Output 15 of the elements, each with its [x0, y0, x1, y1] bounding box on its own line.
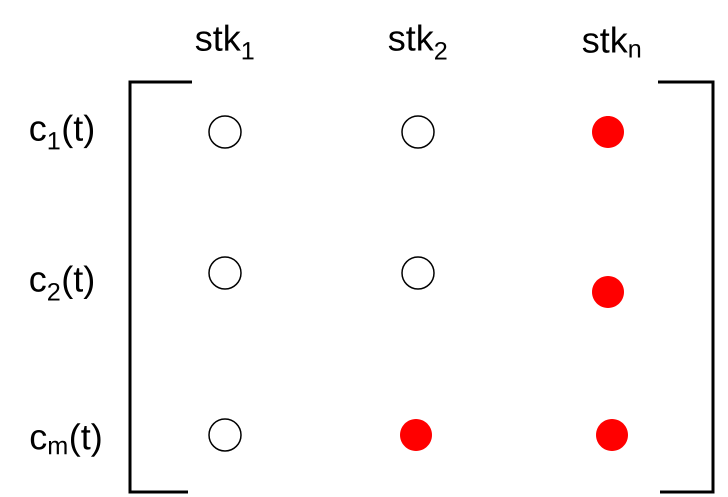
column-header: stk$_{n}$: [582, 26, 640, 58]
row-label: c$_{m}$(t): [30, 423, 101, 457]
filled-dot: [400, 419, 432, 451]
open-circle: [208, 418, 242, 452]
open-circle: [401, 256, 435, 290]
row-label: c$_{1}$(t): [30, 114, 94, 150]
filled-dot: [592, 116, 624, 148]
column-header: stk$_{2}$: [388, 24, 446, 60]
column-header: stk$_{1}$: [196, 24, 254, 60]
open-circle: [208, 256, 242, 290]
row-label: c$_{2}$(t): [30, 265, 94, 301]
open-circle: [401, 115, 435, 149]
filled-dot: [592, 276, 624, 308]
open-circle: [208, 115, 242, 149]
filled-dot: [596, 419, 628, 451]
